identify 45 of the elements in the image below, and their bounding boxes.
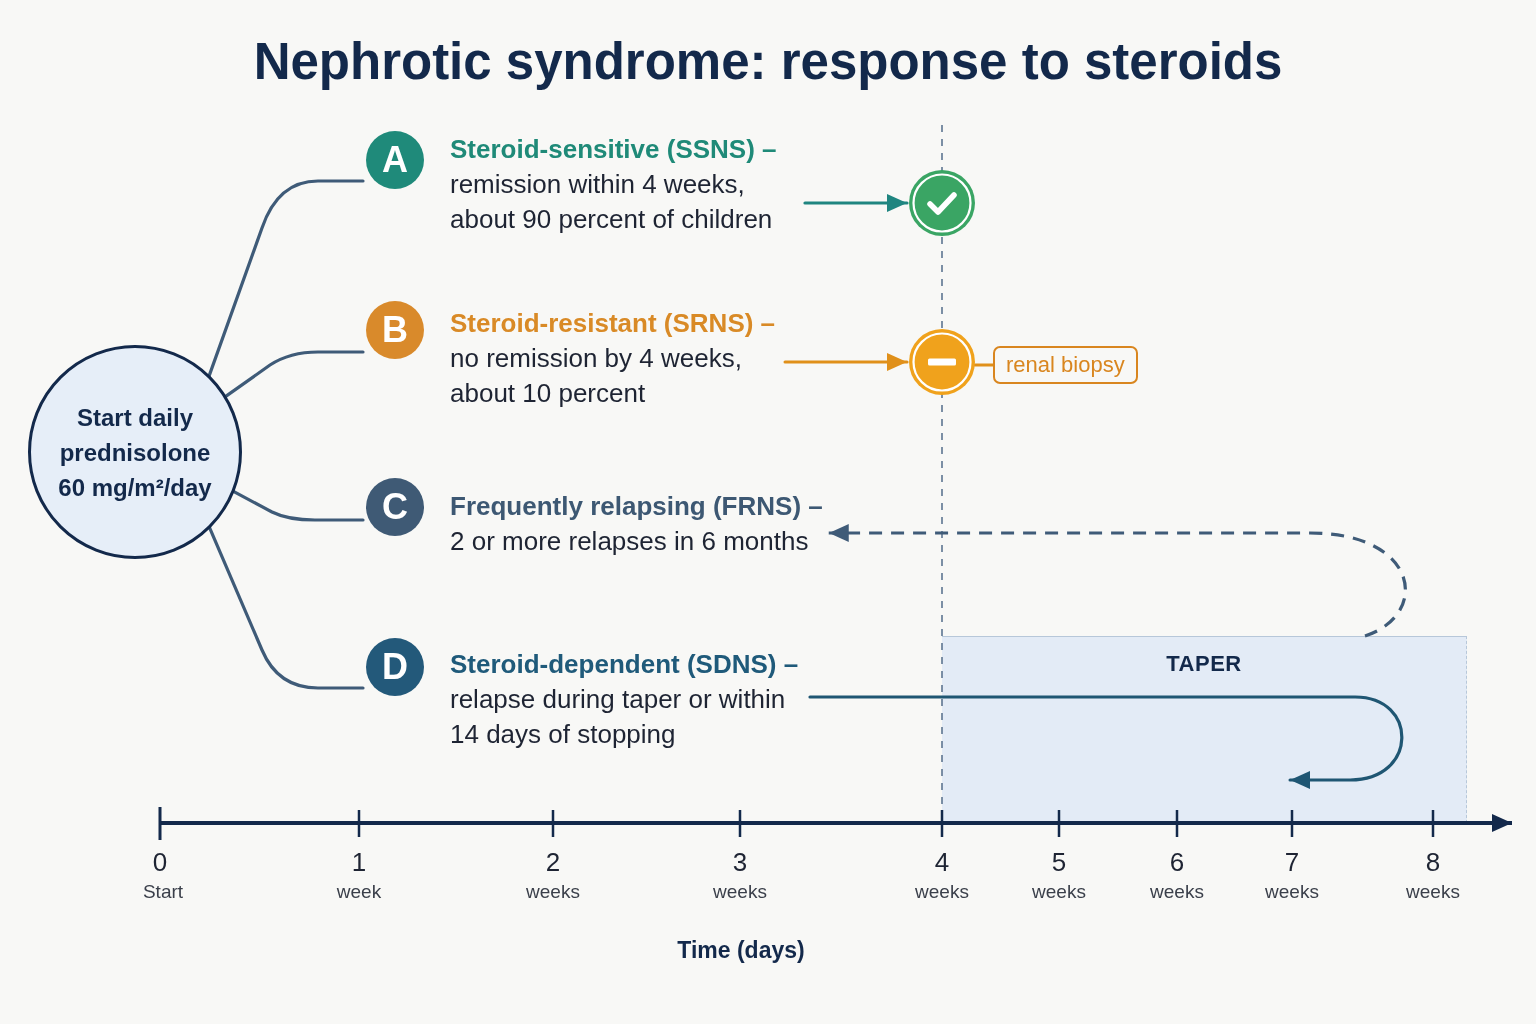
tick-number: 4 bbox=[934, 846, 950, 878]
category-heading: Steroid-resistant (SRNS) – bbox=[450, 307, 776, 340]
axis-title: Time (days) bbox=[677, 936, 805, 964]
category-description: relapse during taper or within 14 days of stopping bbox=[450, 683, 787, 751]
dashed-arrow bbox=[828, 524, 1407, 638]
tick-unit: weeks bbox=[1265, 879, 1319, 903]
tick-unit: weeks bbox=[1150, 879, 1204, 903]
check-icon bbox=[909, 170, 975, 236]
tick-unit: weeks bbox=[915, 879, 969, 903]
category-heading: Steroid-sensitive (SSNS) – bbox=[450, 133, 777, 166]
category-description: no remission by 4 weeks, about 10 percent bbox=[450, 342, 743, 410]
arrow bbox=[783, 353, 909, 371]
connector-line bbox=[207, 179, 365, 378]
tick-number: 6 bbox=[1169, 846, 1185, 878]
tick-unit: weeks bbox=[526, 879, 580, 903]
tick-number: 1 bbox=[351, 846, 367, 878]
procedure-box: renal biopsy bbox=[993, 346, 1138, 384]
letter-badge: C bbox=[366, 478, 424, 536]
letter-badge: D bbox=[366, 638, 424, 696]
tick-unit: weeks bbox=[713, 879, 767, 903]
category-description: 2 or more relapses in 6 months bbox=[450, 525, 809, 558]
tick-unit: weeks bbox=[1406, 879, 1460, 903]
tick-number: 7 bbox=[1284, 846, 1300, 878]
category-description: remission within 4 weeks, about 90 percent of children bbox=[450, 168, 774, 236]
minus-icon bbox=[909, 329, 975, 395]
tick-unit: Start bbox=[142, 879, 184, 903]
category-heading: Frequently relapsing (FRNS) – bbox=[450, 490, 823, 523]
tick-number: 0 bbox=[152, 846, 168, 878]
connector-line bbox=[973, 363, 995, 367]
category-heading: Steroid-dependent (SDNS) – bbox=[450, 648, 799, 681]
connector-line bbox=[223, 350, 365, 399]
diagram-title: Nephrotic syndrome: response to steroids bbox=[253, 32, 1283, 92]
tick-number: 8 bbox=[1425, 846, 1441, 878]
letter-badge: A bbox=[366, 131, 424, 189]
arrow bbox=[803, 194, 909, 212]
start-circle: Start daily prednisolone 60 mg/m²/day bbox=[28, 345, 242, 559]
letter-badge: B bbox=[366, 301, 424, 359]
tick-number: 5 bbox=[1051, 846, 1067, 878]
tick-unit: weeks bbox=[1032, 879, 1086, 903]
tick-number: 3 bbox=[732, 846, 748, 878]
tick-number: 2 bbox=[545, 846, 561, 878]
tick-unit: week bbox=[336, 879, 382, 903]
connector-line bbox=[207, 525, 365, 690]
arrow bbox=[808, 695, 1404, 789]
taper-band: TAPER bbox=[942, 636, 1467, 823]
